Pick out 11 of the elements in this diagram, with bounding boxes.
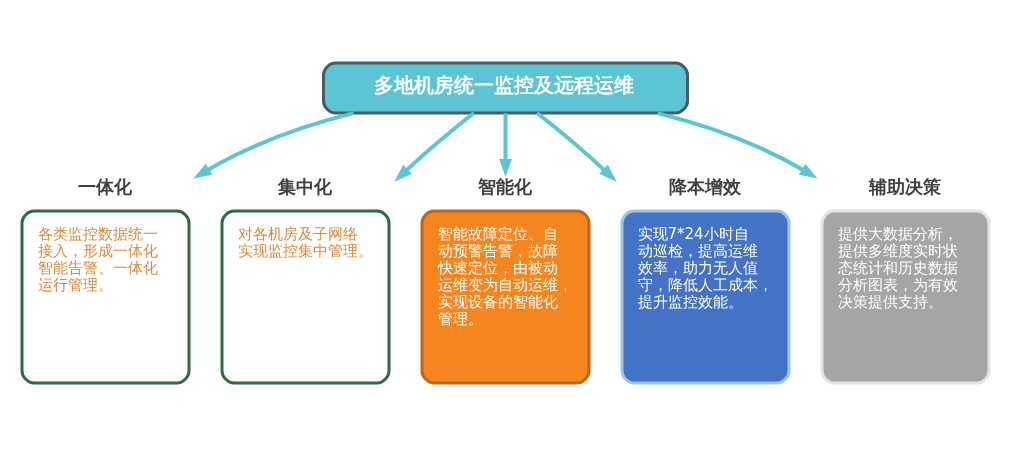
node-label: 辅助决策 bbox=[869, 175, 941, 197]
arrow bbox=[394, 111, 476, 182]
node-label: 集中化 bbox=[278, 175, 332, 197]
node-box: 多地机房统一监控及远程运维 bbox=[322, 61, 689, 115]
arrow bbox=[657, 111, 818, 179]
node-label: 一体化 bbox=[78, 175, 132, 197]
arrow bbox=[535, 111, 617, 182]
node-label: 智能化 bbox=[478, 175, 532, 197]
arrow bbox=[193, 111, 354, 179]
node-label: 降本增效 bbox=[669, 175, 741, 197]
arrow bbox=[499, 113, 512, 178]
